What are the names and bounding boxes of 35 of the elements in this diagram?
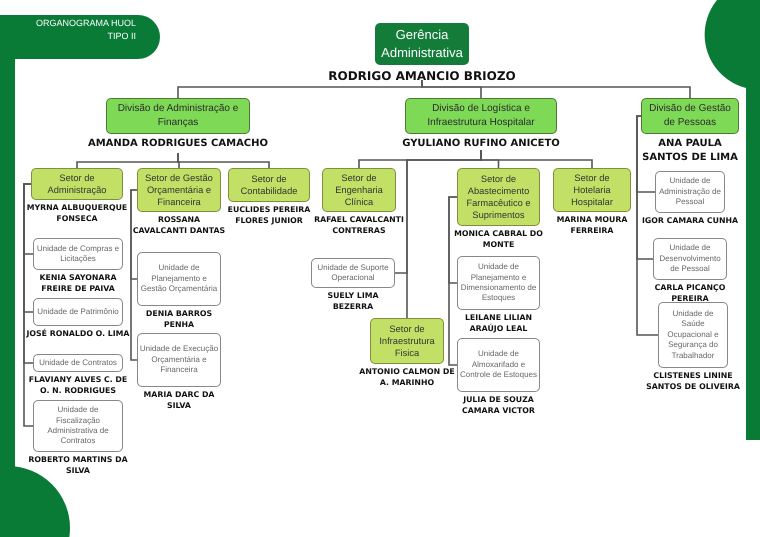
connector-line xyxy=(23,183,33,427)
division-box: Divisão de Administração e Finanças xyxy=(106,98,250,134)
unit-box: Unidade de Saúde Ocupacional e Segurança do Trabalhador xyxy=(658,302,728,368)
connector-line xyxy=(480,150,593,168)
person-name: GYULIANO RUFINO ANICETO xyxy=(401,137,561,150)
connector-line xyxy=(448,196,457,366)
unit-box: Unidade de Execução Orçamentária e Financeira xyxy=(137,333,221,387)
management-box: Gerência Administrativa xyxy=(375,23,469,65)
unit-box: Unidade de Suporte Operacional xyxy=(311,258,395,288)
person-name: ANA PAULA SANTOS DE LIMA xyxy=(641,137,739,164)
sector-box: Setor de Infraestrutura Fisica xyxy=(370,318,444,364)
unit-box: Unidade de Compras e Licitações xyxy=(33,238,123,270)
sector-box: Setor de Contabilidade xyxy=(228,168,310,202)
connector-line xyxy=(636,115,658,336)
unit-box: Unidade de Planejamento e Gestão Orçamentária xyxy=(137,252,221,306)
unit-box: Unidade de Administração de Pessoal xyxy=(655,171,725,213)
unit-box: Unidade de Planejamento e Dimensionamento de Estoques xyxy=(457,256,540,310)
unit-box: Unidade de Almoxarifado e Controle de Estoques xyxy=(457,338,540,392)
sector-box: Setor de Gestão Orçamentária e Financeira xyxy=(137,168,221,212)
sector-box: Setor de Administração xyxy=(31,168,123,200)
header-label: ORGANOGRAMA HUOL TIPO II xyxy=(34,17,136,44)
person-name: RODRIGO AMANCIO BRIOZO xyxy=(327,68,517,84)
division-box: Divisão de Logística e Infraestrutura Hospitalar xyxy=(405,98,557,134)
sector-box: Setor de Hotelaria Hospitalar xyxy=(553,168,631,212)
connector-line xyxy=(421,80,691,98)
division-box: Divisão de Gestão de Pessoas xyxy=(641,98,739,134)
unit-box: Unidade de Desenvolvimento de Pessoal xyxy=(653,238,727,280)
sector-box: Setor de Engenharia Clínica xyxy=(322,168,396,212)
connector-line xyxy=(130,189,137,361)
person-name: AMANDA RODRIGUES CAMACHO xyxy=(86,137,270,150)
unit-box: Unidade de Contratos xyxy=(33,354,123,372)
connector-line xyxy=(177,153,270,168)
unit-box: Unidade de Patrimônio xyxy=(33,298,123,326)
unit-box: Unidade de Fiscalização Administrativa de Contratos xyxy=(33,400,123,452)
sector-box: Setor de Abastecimento Farmacêutico e Suprimentos xyxy=(457,168,540,226)
